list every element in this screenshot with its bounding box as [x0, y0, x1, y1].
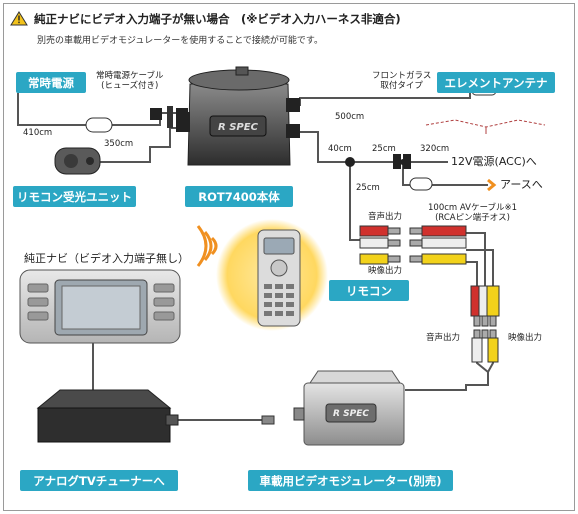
ground-label: アースへ [500, 178, 543, 191]
power-cable-label-line1: 常時電源ケーブル [96, 71, 164, 81]
av-drop [349, 162, 360, 241]
av-to-modulator [405, 372, 489, 391]
navi-device [19, 269, 181, 344]
length-350-label: 350cm [104, 139, 134, 149]
front-glass-label: フロントガラス 取付タイプ [372, 71, 432, 92]
ground-cable [402, 162, 488, 186]
av-cable-label-line2: (RCAピン端子オス) [435, 212, 510, 223]
length-40-label: 40cm [328, 144, 352, 154]
acc-power-label: 12V電源(ACC)へ [451, 155, 537, 168]
warning-subtext: 別売の車載用ビデオモジュレーターを使用することで接続が可能です。 [37, 36, 324, 46]
fuse-icon [85, 106, 188, 133]
power-cable-label-line2: (ヒューズ付き) [101, 80, 159, 91]
antenna-icon [425, 86, 546, 134]
rca-plugs-vertical [470, 285, 500, 363]
av-right-top [466, 232, 486, 286]
remote-receiver-device [54, 147, 101, 175]
power-cable-label: 常時電源ケーブル (ヒューズ付き) [96, 71, 164, 92]
tag-remote-receiver: リモコン受光ユニット [13, 186, 136, 207]
main-unit-box: R SPEC [176, 66, 300, 166]
main-harness [286, 131, 350, 163]
tag-element-antenna: エレメントアンテナ [437, 72, 555, 93]
navi-title: 純正ナビ（ビデオ入力端子無し） [24, 252, 189, 265]
video-out-label-2: 映像出力 [508, 333, 543, 343]
tag-constant-power: 常時電源 [16, 72, 86, 93]
rca-plugs-left [359, 225, 401, 265]
av-right-mid [466, 249, 494, 286]
tag-remote: リモコン [329, 280, 409, 301]
audio-out-label: 音声出力 [368, 212, 403, 222]
tv-tuner-device [36, 389, 179, 443]
length-410-label: 410cm [23, 128, 53, 138]
modulator-logo: R SPEC [333, 409, 369, 419]
connector-icon [403, 154, 411, 169]
remote-control-device [196, 219, 328, 331]
front-glass-label-line2: 取付タイプ [380, 80, 423, 91]
front-glass-label-line1: フロントガラス [372, 71, 432, 81]
length-25-drop-label: 25cm [356, 183, 380, 193]
warning-icon [10, 11, 28, 26]
ground-terminal-icon [487, 178, 497, 192]
warning-heading: 純正ナビにビデオ入力端子が無い場合 (※ビデオ入力ハーネス非適合) [34, 12, 401, 26]
tag-video-modulator: 車載用ビデオモジュレーター(別売) [248, 470, 453, 491]
harness-junction [345, 157, 355, 167]
video-modulator-device: R SPEC [261, 370, 405, 446]
rca-plugs-right [409, 225, 467, 265]
power-cable-left [17, 93, 88, 126]
receiver-cable [100, 127, 190, 163]
diagram-frame [3, 3, 575, 511]
length-320-label: 320cm [420, 144, 450, 154]
av-cable-label-line1: 100cm AVケーブル※1 [428, 203, 517, 213]
main-unit-logo: R SPEC [218, 122, 259, 133]
tag-main-unit: ROT7400本体 [185, 186, 293, 207]
connector-icon [393, 154, 401, 169]
av-cable-label: 100cm AVケーブル※1 (RCAピン端子オス) [428, 203, 517, 224]
video-out-label: 映像出力 [368, 266, 403, 276]
antenna-cable [286, 92, 471, 106]
ground-fuse-icon [409, 177, 433, 191]
tag-analog-tuner: アナログTVチューナーへ [20, 470, 178, 491]
length-25-label: 25cm [372, 144, 396, 154]
audio-out-label-2: 音声出力 [426, 333, 461, 343]
av-right-low [466, 261, 478, 286]
length-500-label: 500cm [335, 112, 365, 122]
